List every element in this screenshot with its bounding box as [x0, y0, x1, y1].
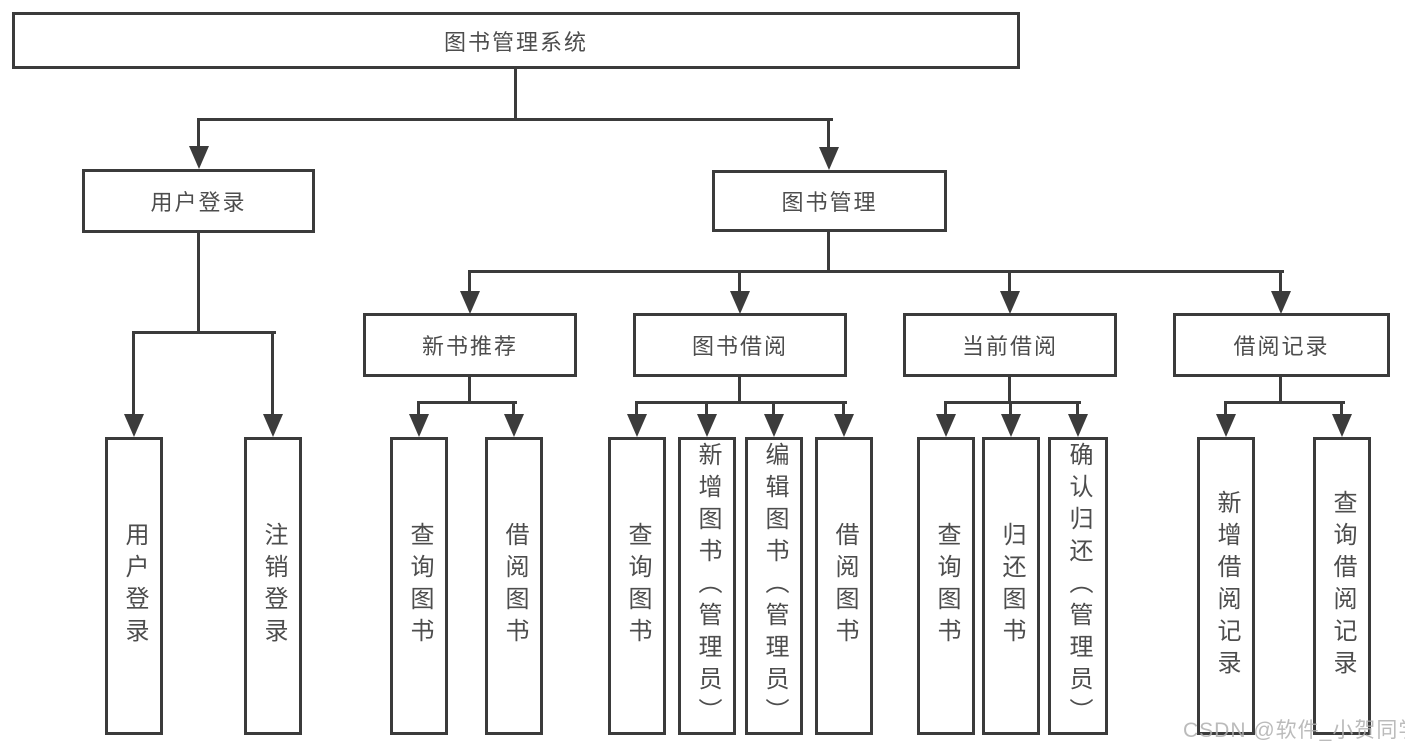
connector-line: [635, 401, 847, 404]
connector-line: [827, 118, 830, 149]
connector-line: [1340, 401, 1343, 415]
connector-line: [132, 331, 276, 334]
arrowhead-down-icon: [627, 414, 647, 437]
connector-line: [1224, 401, 1227, 415]
connector-line: [1279, 375, 1282, 404]
node-bb-add-books-admin: 新增图书（管理员）: [678, 437, 736, 735]
node-bb-query-books: 查询图书: [608, 437, 666, 735]
connector-line: [197, 118, 833, 121]
node-current-borrowing: 当前借阅: [903, 313, 1117, 377]
connector-line: [635, 401, 638, 415]
connector-line: [512, 401, 515, 415]
csdn-watermark: CSDN @软件_小贺同学: [1183, 719, 1405, 742]
connector-line: [417, 401, 517, 404]
connector-line: [944, 401, 1081, 404]
connector-line: [197, 231, 200, 334]
node-book-management: 图书管理: [712, 170, 947, 232]
arrowhead-down-icon: [1216, 414, 1236, 437]
connector-line: [468, 270, 1284, 273]
arrowhead-down-icon: [189, 146, 209, 169]
node-library-system: 图书管理系统: [12, 12, 1020, 69]
arrowhead-down-icon: [730, 291, 750, 314]
node-new-book-recommend: 新书推荐: [363, 313, 577, 377]
node-cb-confirm-return-admin: 确认归还（管理员）: [1048, 437, 1108, 735]
connector-line: [132, 331, 135, 415]
node-borrowing-records: 借阅记录: [1173, 313, 1390, 377]
connector-line: [842, 401, 845, 415]
node-leaf-user-login: 用户登录: [105, 437, 163, 735]
arrowhead-down-icon: [819, 147, 839, 170]
node-bb-borrow-books: 借阅图书: [815, 437, 873, 735]
node-leaf-logout: 注销登录: [244, 437, 302, 735]
arrowhead-down-icon: [764, 414, 784, 437]
connector-line: [1008, 270, 1011, 293]
connector-line: [1009, 401, 1012, 415]
arrowhead-down-icon: [834, 414, 854, 437]
connector-line: [417, 401, 420, 415]
connector-line: [705, 401, 708, 415]
connector-line: [271, 331, 274, 415]
arrowhead-down-icon: [1001, 414, 1021, 437]
connector-line: [468, 375, 471, 404]
node-br-query-record: 查询借阅记录: [1313, 437, 1371, 735]
node-cb-query-books: 查询图书: [917, 437, 975, 735]
arrowhead-down-icon: [697, 414, 717, 437]
node-br-add-record: 新增借阅记录: [1197, 437, 1255, 735]
node-book-borrowing: 图书借阅: [633, 313, 847, 377]
arrowhead-down-icon: [124, 414, 144, 437]
connector-line: [514, 66, 517, 120]
connector-line: [197, 118, 200, 149]
arrowhead-down-icon: [1000, 291, 1020, 314]
arrowhead-down-icon: [460, 291, 480, 314]
arrowhead-down-icon: [504, 414, 524, 437]
node-cb-return-books: 归还图书: [982, 437, 1040, 735]
node-nb-borrow-books: 借阅图书: [485, 437, 543, 735]
connector-line: [1008, 375, 1011, 404]
arrowhead-down-icon: [409, 414, 429, 437]
connector-line: [1076, 401, 1079, 415]
arrowhead-down-icon: [936, 414, 956, 437]
connector-line: [827, 230, 830, 273]
arrowhead-down-icon: [1068, 414, 1088, 437]
connector-line: [738, 375, 741, 404]
connector-line: [738, 270, 741, 293]
arrowhead-down-icon: [1271, 291, 1291, 314]
connector-line: [772, 401, 775, 415]
connector-line: [1279, 270, 1282, 293]
node-bb-edit-books-admin: 编辑图书（管理员）: [745, 437, 803, 735]
arrowhead-down-icon: [263, 414, 283, 437]
connector-line: [1224, 401, 1345, 404]
connector-line: [468, 270, 471, 293]
node-nb-query-books: 查询图书: [390, 437, 448, 735]
node-user-login: 用户登录: [82, 169, 315, 233]
connector-line: [944, 401, 947, 415]
arrowhead-down-icon: [1332, 414, 1352, 437]
